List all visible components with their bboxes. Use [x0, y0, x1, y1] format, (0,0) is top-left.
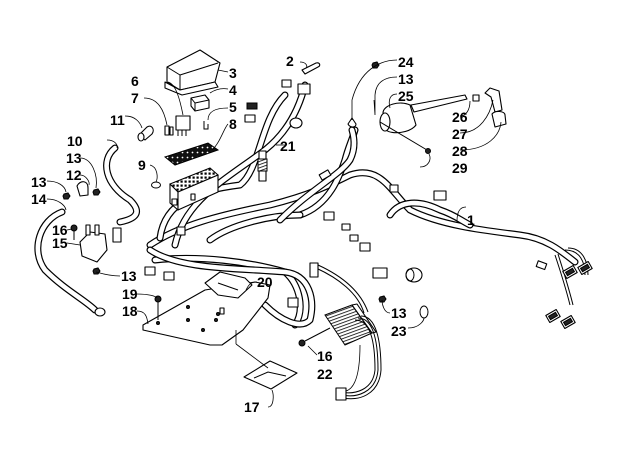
callout-17: 17: [244, 399, 260, 415]
callout-labels: 1 2 3 4 5 6 7 8 9 10 11 12 13 13 13 13 1…: [31, 53, 475, 415]
callout-21: 21: [280, 138, 296, 154]
regulator-bolt: [298, 327, 331, 347]
harness-clip: [419, 305, 429, 319]
fuse-small: [164, 125, 174, 136]
callout-1: 1: [467, 212, 475, 228]
voltage-regulator: [309, 262, 382, 401]
cdi-module: [204, 271, 253, 299]
starter-solenoid: [79, 224, 122, 263]
callout-26: 26: [452, 109, 468, 125]
harness-connectors: [144, 169, 447, 308]
callout-2: 2: [286, 53, 294, 69]
bulb-socket: [301, 62, 321, 75]
callout-27: 27: [452, 126, 468, 142]
relay-small: [190, 94, 210, 112]
ring-terminal: [94, 307, 106, 317]
fuse-box-cover: [164, 49, 221, 96]
callout-22: 22: [317, 366, 333, 382]
fuse-board: [163, 142, 220, 166]
callout-15: 15: [52, 235, 68, 251]
spark-plug-cap: [257, 150, 268, 182]
callout-4: 4: [229, 82, 237, 98]
callout-24: 24: [398, 54, 414, 70]
callout-23: 23: [391, 323, 407, 339]
callout-29: 29: [452, 160, 468, 176]
plug-wire-seal: [472, 94, 480, 102]
callout-13-regulator: 13: [391, 305, 407, 321]
callout-14: 14: [31, 191, 47, 207]
main-wiring-harness: [34, 81, 589, 329]
callout-8: 8: [229, 116, 237, 132]
connector-plugs-top: [244, 79, 311, 129]
screw: [425, 148, 431, 154]
callout-3: 3: [229, 65, 237, 81]
callout-13-lower: 13: [121, 268, 137, 284]
harness-end-connectors: [535, 260, 593, 330]
callout-13-left: 13: [31, 174, 47, 190]
callout-13-upper: 13: [66, 150, 82, 166]
fuse-5: [203, 121, 209, 130]
callout-16-left: 16: [52, 222, 68, 238]
callout-13-coil: 13: [398, 71, 414, 87]
mounting-plate: [142, 281, 271, 346]
callout-19: 19: [122, 286, 138, 302]
callout-9: 9: [138, 157, 146, 173]
fuse-block-housing: [169, 167, 219, 211]
callout-12: 12: [66, 167, 82, 183]
warning-decal: [235, 330, 298, 390]
callout-5: 5: [229, 99, 237, 115]
callout-18: 18: [122, 303, 138, 319]
terminal-boot: [137, 125, 154, 142]
ground-terminal: [347, 117, 357, 128]
terminal-boot-12: [76, 181, 89, 197]
clip-ring: [151, 181, 161, 189]
callout-11: 11: [110, 112, 125, 128]
callout-28: 28: [452, 143, 468, 159]
relay-main: [175, 115, 191, 136]
callout-6: 6: [131, 73, 139, 89]
callout-25: 25: [398, 88, 414, 104]
ignition-coil: [379, 94, 468, 151]
callout-20: 20: [257, 274, 273, 290]
leader-lines: [46, 59, 502, 408]
lamp-socket: [405, 267, 423, 283]
bolt: [70, 224, 78, 240]
callout-10: 10: [67, 133, 83, 149]
callout-16-right: 16: [317, 348, 333, 364]
callout-7: 7: [131, 90, 139, 106]
spark-plug-boot: [484, 87, 503, 113]
boot-cap: [491, 110, 507, 128]
